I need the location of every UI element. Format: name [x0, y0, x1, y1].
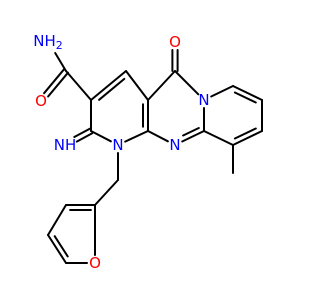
- atom-label-o_amide: O: [35, 92, 47, 110]
- atom-label-n1: N: [112, 136, 123, 154]
- bond-c_amide-o_amide-b: [47, 71, 69, 98]
- bond-c10a-n11: [181, 130, 205, 143]
- atom-label-n_amide: NH2: [33, 32, 63, 52]
- bond-c4-c4a: [125, 70, 149, 101]
- bond-c3-c4: [90, 70, 127, 101]
- bond-c9-c10: [232, 130, 263, 146]
- bond-n11-c11a: [147, 130, 169, 143]
- bond-c10a-n11-inner: [182, 127, 200, 137]
- diagram-background: [0, 0, 300, 300]
- bond-n_amide-c_amide: [54, 52, 67, 72]
- atom-label-n_imino: NH: [54, 136, 77, 154]
- bond-c4a-c5: [147, 70, 176, 101]
- bond-c_amide-c3: [65, 70, 92, 101]
- atom-label-fo: O: [89, 254, 101, 272]
- bond-c11a-n1: [124, 130, 149, 143]
- bond-c10-c10a: [203, 130, 234, 146]
- bond-f4-f5: [47, 234, 67, 264]
- bond-c2-n_imino-b: [75, 132, 94, 143]
- atom-label-n11: N: [169, 136, 180, 154]
- atom-label-o5: O: [169, 33, 181, 51]
- bond-f3-f4: [47, 204, 67, 236]
- bond-c7-c8-inner: [233, 91, 257, 104]
- bond-c5-n6: [174, 70, 200, 96]
- atom-label-n6: N: [198, 91, 209, 109]
- bond-ch2-f2: [94, 179, 119, 206]
- bond-c2-n_imino-a: [73, 127, 91, 138]
- bond-f4-f5-inner: [53, 235, 69, 258]
- bond-c_amide-o_amide-a: [43, 68, 65, 95]
- bond-c9-c10-inner: [233, 127, 257, 140]
- bond-n6-c7: [210, 85, 234, 98]
- bond-c7-c8: [232, 85, 263, 101]
- bond-c3-c4-inner: [98, 77, 126, 101]
- bonds-layer: [43, 49, 263, 264]
- bond-n1-c2: [90, 130, 112, 143]
